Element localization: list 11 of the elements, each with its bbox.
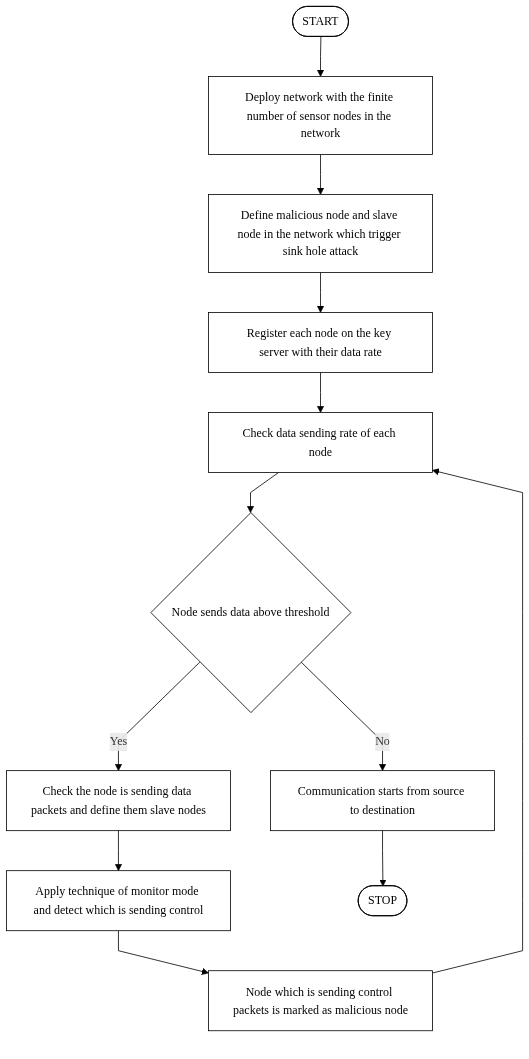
node-box: Node which is sending control packets is marked as malicious node xyxy=(208,970,433,1032)
node-box: Check the node is sending data packets and define them slave nodes xyxy=(6,770,231,832)
node-box: Define malicious node and slave node in the network which trigger sink hole attack xyxy=(208,194,433,273)
node-box: Check data sending rate of each node xyxy=(208,412,433,473)
node-box: Register each node on the key server with their data rate xyxy=(208,312,433,373)
edge-label: Yes xyxy=(109,735,128,748)
node-box: Communication starts from source to destination xyxy=(270,770,495,832)
node-diamond: Node sends data above threshold xyxy=(150,512,352,713)
edge-label: No xyxy=(375,735,390,748)
node-box: Deploy network with the finite number of sensor nodes in the network xyxy=(208,76,433,155)
node-box: Apply technique of monitor mode and detect which is sending control xyxy=(6,870,231,932)
